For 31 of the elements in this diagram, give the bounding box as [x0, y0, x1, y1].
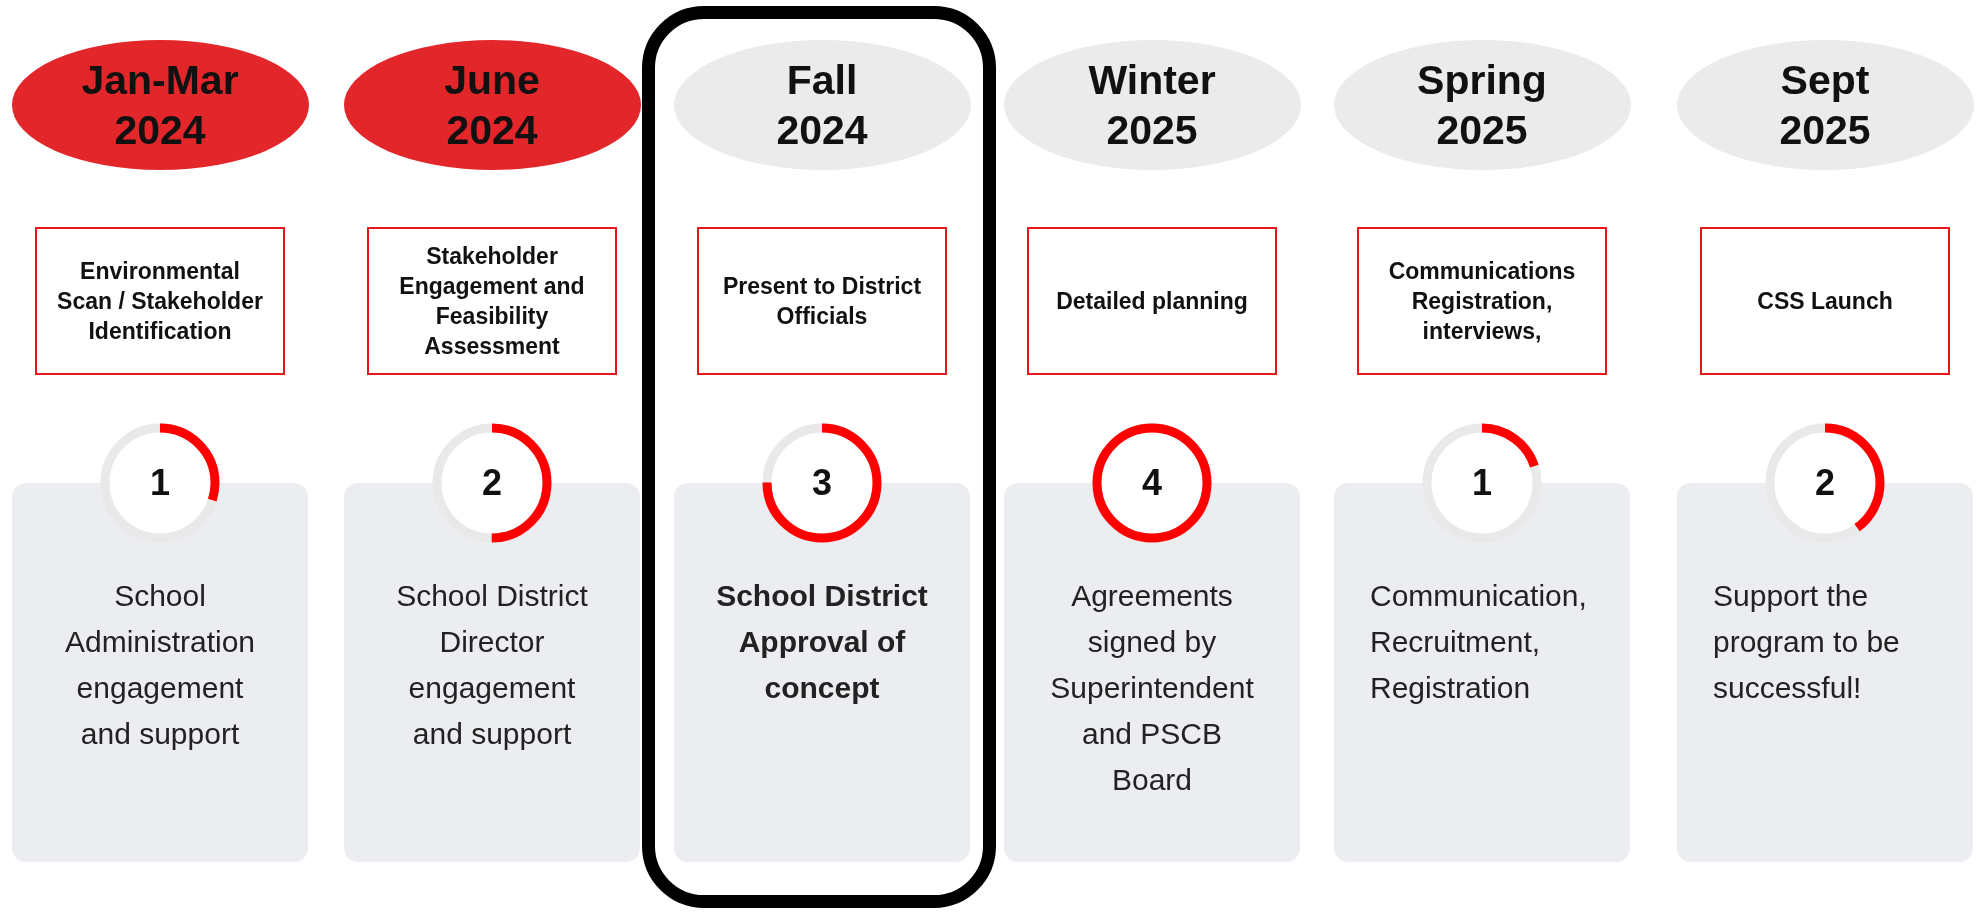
date-label: Sept 2025 [1778, 56, 1872, 155]
task-box [1357, 227, 1607, 375]
step-number: 1 [1472, 462, 1492, 504]
task-label: Present to District Officials [721, 272, 923, 331]
step-number: 2 [482, 462, 502, 504]
step-number: 1 [150, 462, 170, 504]
step-number: 3 [812, 462, 832, 504]
task-label: CSS Launch [1757, 287, 1893, 316]
step-description: Communication, Recruitment, Registration [1370, 578, 1588, 706]
step-description: School Administration engagement and support [63, 578, 257, 752]
date-label: Spring 2025 [1416, 56, 1548, 155]
task-label: Stakeholder Engagement and Feasibility Assessment [398, 242, 586, 361]
step-description: Agreements signed by Superintendent and PSCB Board [1049, 578, 1255, 798]
task-label: Environmental Scan / Stakeholder Identification [57, 257, 263, 346]
step-number: 2 [1815, 462, 1835, 504]
task-box [1027, 227, 1277, 375]
task-box [697, 227, 947, 375]
task-label: Detailed planning [1056, 287, 1248, 316]
highlight-frame [642, 6, 996, 908]
date-label: Fall 2024 [775, 56, 869, 155]
step-number: 4 [1142, 462, 1162, 504]
step-description: School District Approval of concept [715, 578, 929, 706]
task-box [1700, 227, 1950, 375]
task-box [367, 227, 617, 375]
date-label: Winter 2025 [1087, 56, 1217, 155]
step-description: Support the program to be successful! [1713, 578, 1901, 706]
date-label: Jan-Mar 2024 [80, 56, 240, 155]
task-label: Communications Registration, interviews, [1387, 257, 1577, 346]
task-box [35, 227, 285, 375]
step-description: School District Director engagement and support [395, 578, 589, 752]
date-label: June 2024 [443, 56, 541, 155]
